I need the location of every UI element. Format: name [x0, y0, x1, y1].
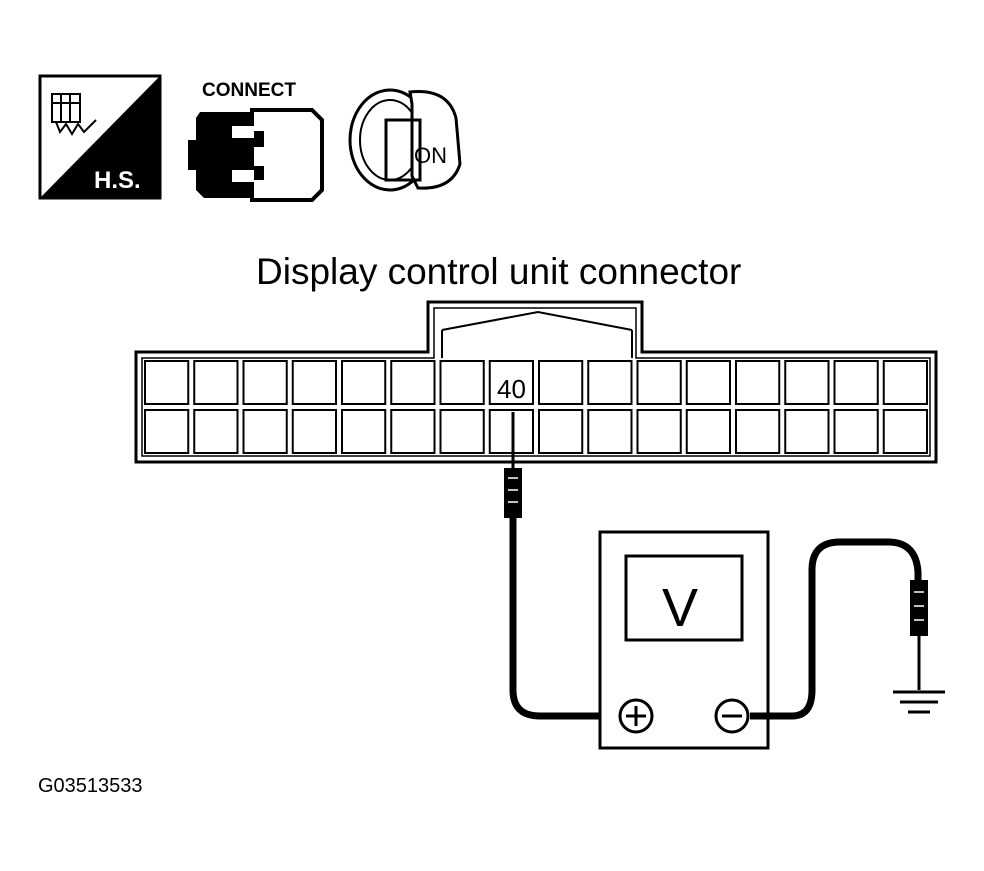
connector-pin-cavity — [636, 360, 682, 405]
ignition-key-head — [408, 90, 462, 190]
connector-pin-cavity — [587, 360, 633, 405]
connect-label: CONNECT — [202, 80, 296, 101]
connector-pin-cavity — [341, 360, 387, 405]
connector-pin-cavity — [833, 360, 879, 405]
connector-pin-cavity — [538, 409, 584, 454]
voltmeter-unit: V — [662, 578, 698, 638]
connector-pin-cavity — [784, 409, 830, 454]
harness-connector-icon: H.S. — [38, 74, 162, 200]
connect-socket — [250, 108, 324, 202]
connector-pin-cavity — [538, 360, 584, 405]
connect-icon: CONNECT — [188, 80, 324, 202]
connector-pin-cavity — [833, 409, 879, 454]
ignition-on-text: ON — [414, 143, 447, 168]
connector-pin-cavity — [144, 409, 190, 454]
negative-lead-wire — [750, 538, 922, 720]
voltmeter: V — [598, 530, 770, 750]
connector-pin-cavity — [735, 409, 781, 454]
negative-probe — [910, 580, 928, 690]
ignition-on-icon: ON — [348, 88, 462, 192]
connector-pin-cavity — [242, 409, 288, 454]
small-connector-sketch — [51, 93, 97, 136]
harness-badge-text: H.S. — [94, 167, 141, 194]
connector-title: Display control unit connector — [256, 251, 741, 292]
connector-pin-cavity — [587, 409, 633, 454]
connector-pin-cavity — [341, 409, 387, 454]
connector-pin-cavity — [193, 409, 239, 454]
connector-pin-cavity — [193, 360, 239, 405]
connector-pin-cavity — [685, 409, 731, 454]
connector-pin-cavity — [685, 360, 731, 405]
connector-pin-cavity — [439, 360, 485, 405]
connector-pin-cavity — [784, 360, 830, 405]
connector-pin-cavity — [144, 360, 190, 405]
connector-latch — [441, 310, 633, 331]
connector-pin-cavity — [291, 409, 337, 454]
ground-symbol — [893, 690, 945, 714]
positive-probe — [504, 412, 522, 518]
connector-pin-cavity — [390, 360, 436, 405]
connector-pin-cavity — [439, 409, 485, 454]
connector-pin-cavity — [882, 360, 928, 405]
positive-lead-wire — [509, 518, 618, 720]
figure-id: G03513533 — [38, 775, 143, 797]
connector-pin-cavity — [636, 409, 682, 454]
connector-pin-cavity — [291, 360, 337, 405]
pin-40-label: 40 — [497, 374, 526, 404]
connector-pin-grid — [144, 360, 928, 454]
connector-pin-cavity — [882, 409, 928, 454]
connector-pin-cavity — [390, 409, 436, 454]
connector-pin-cavity — [488, 360, 534, 405]
display-control-unit-connector — [134, 300, 938, 464]
connector-pin-cavity — [242, 360, 288, 405]
connector-pin-cavity — [488, 409, 534, 454]
connector-pin-cavity — [735, 360, 781, 405]
